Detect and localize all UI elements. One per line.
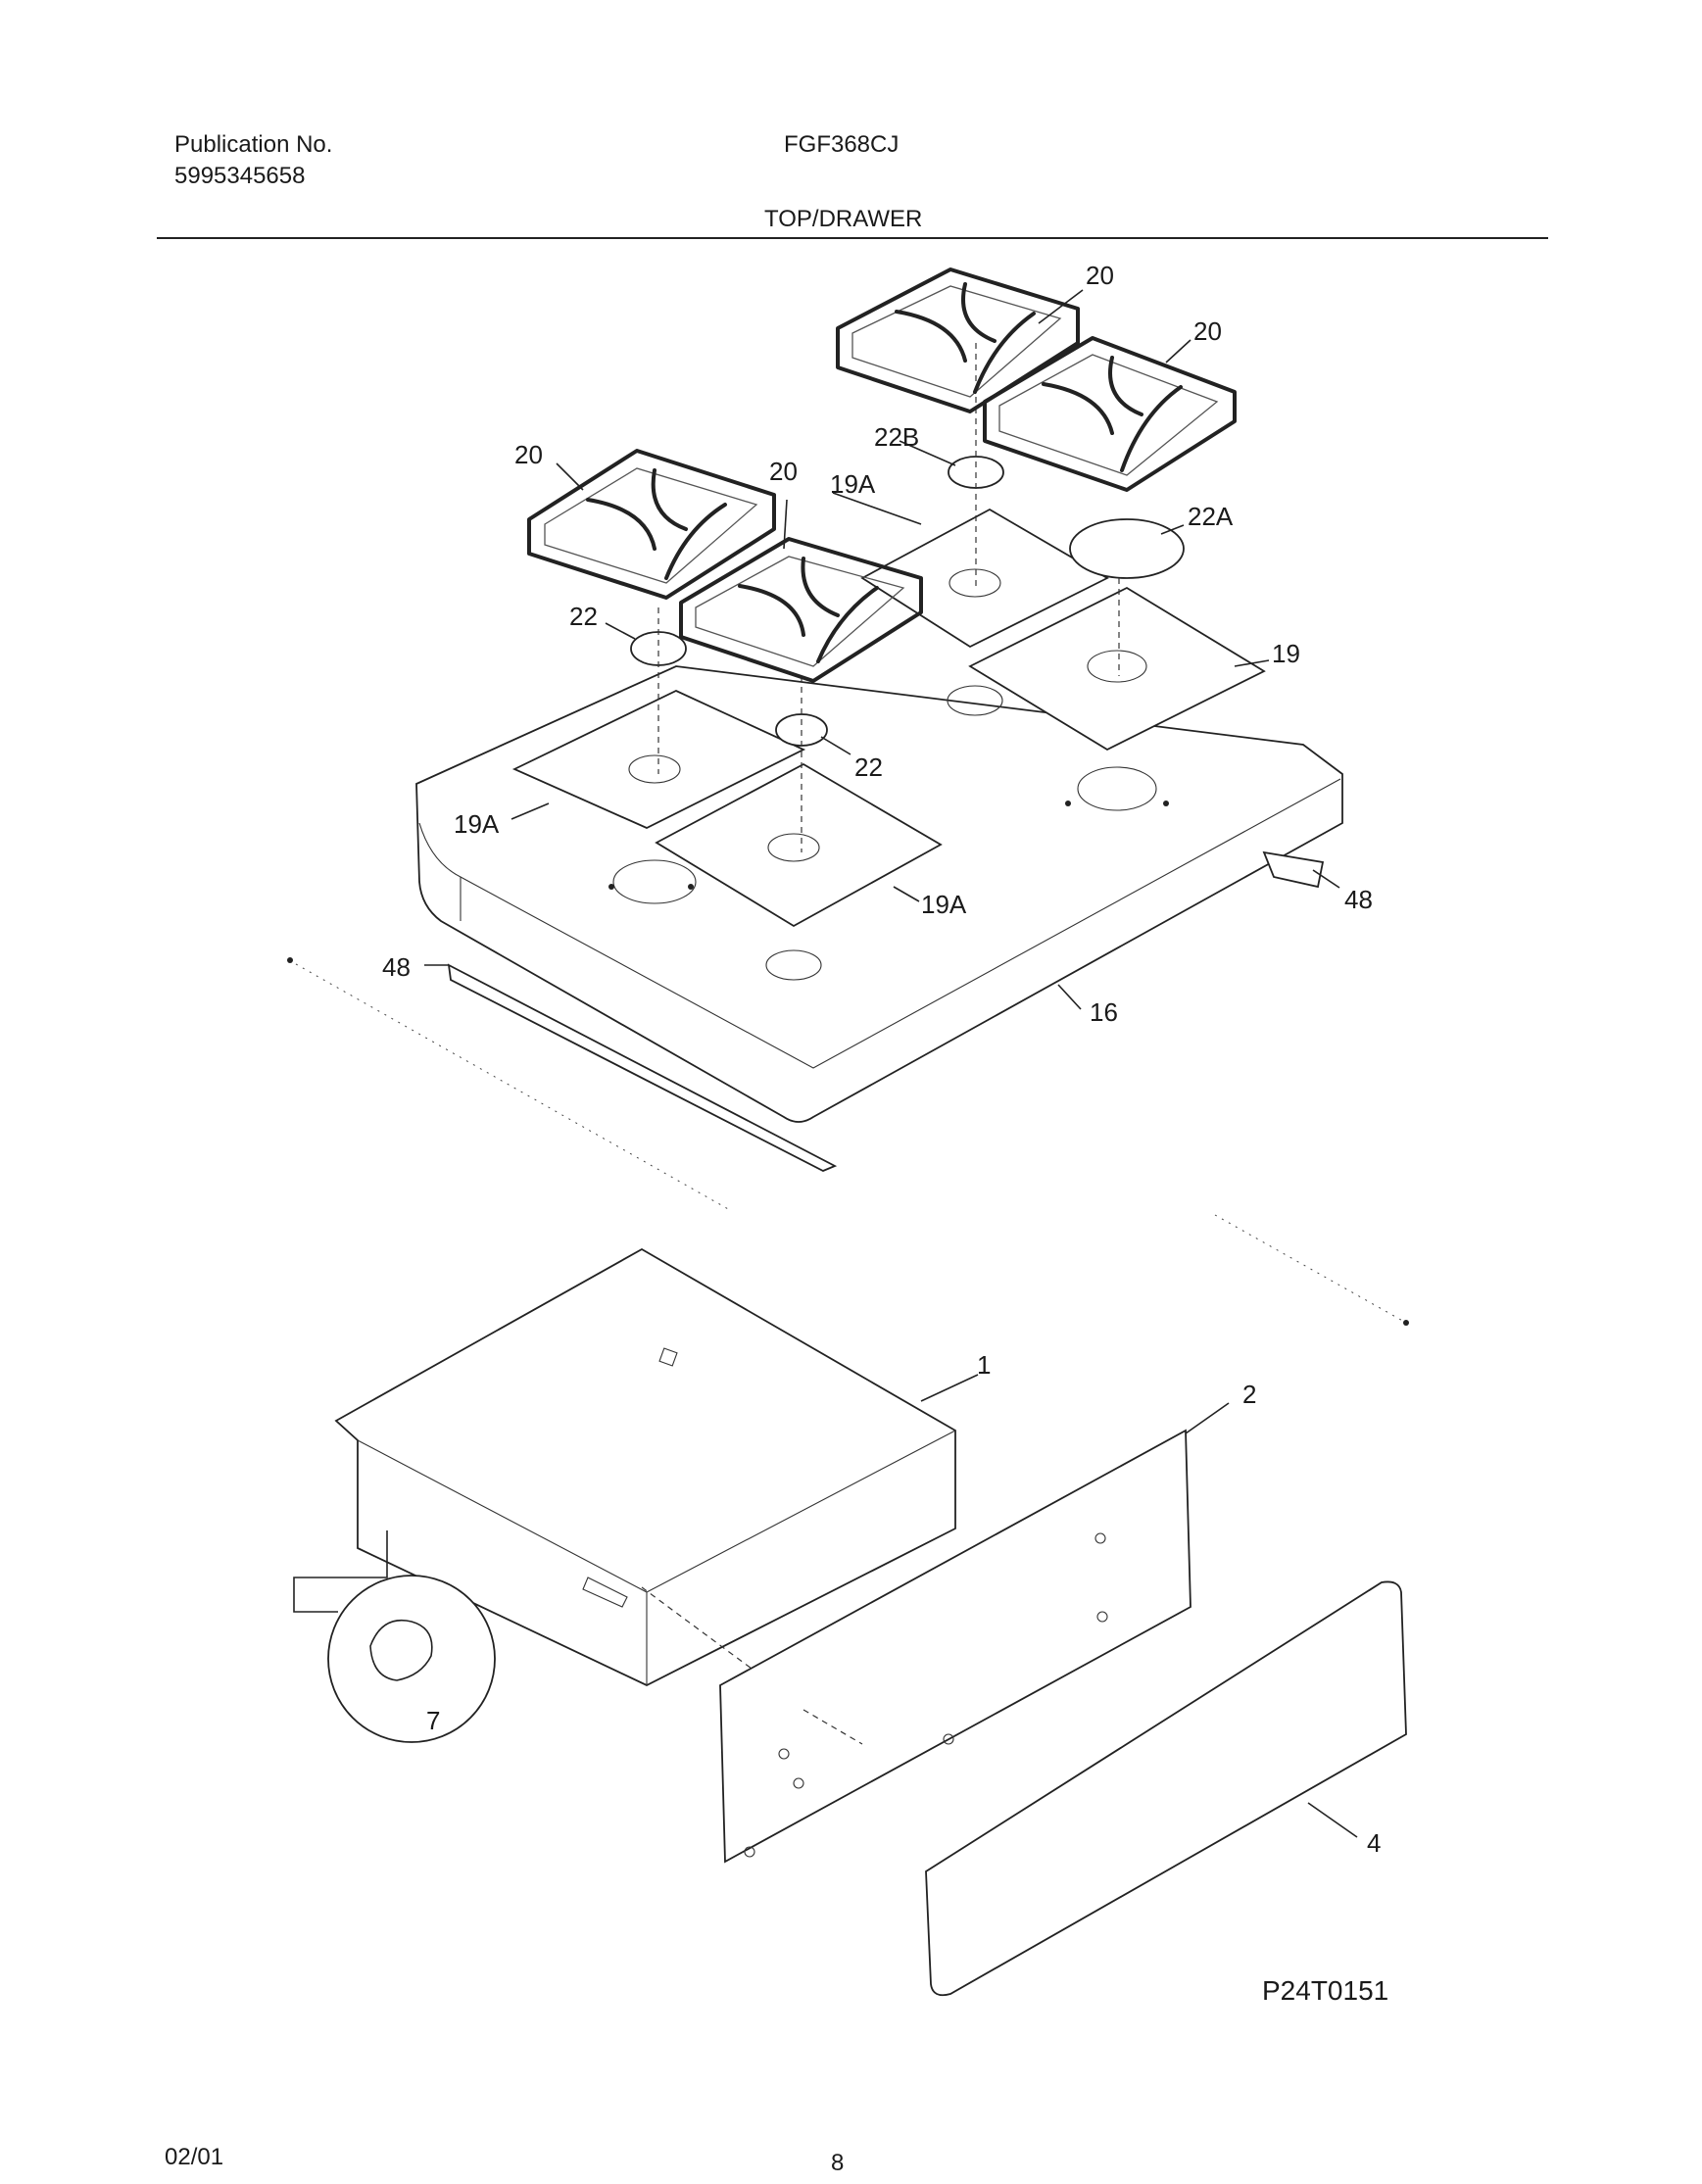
callout-48-right: 48 xyxy=(1344,885,1373,914)
callout-19a-front: 19A xyxy=(921,890,967,919)
leader-lines xyxy=(424,289,1358,1838)
header-rule xyxy=(157,237,1548,239)
callout-22-mid: 22 xyxy=(854,752,883,782)
callout-22a: 22A xyxy=(1188,502,1234,531)
callout-19: 19 xyxy=(1272,639,1300,668)
burner-cap-22-left xyxy=(630,631,687,666)
callout-22-left: 22 xyxy=(569,602,598,631)
publication-label: Publication No. xyxy=(174,131,333,158)
callout-19a-left: 19A xyxy=(454,809,500,839)
callout-20-right: 20 xyxy=(1193,316,1222,346)
callout-22b: 22B xyxy=(874,422,919,452)
grate-20-top xyxy=(836,267,1080,413)
trim-48-right xyxy=(1262,850,1325,889)
drawer-panel xyxy=(925,1580,1407,1997)
callout-20-top: 20 xyxy=(1086,261,1114,290)
section-title: TOP/DRAWER xyxy=(764,206,923,232)
grate-20-mid xyxy=(679,537,923,683)
callout-1: 1 xyxy=(977,1350,991,1380)
figure-code: P24T0151 xyxy=(1262,1975,1389,2006)
callout-4: 4 xyxy=(1367,1828,1381,1858)
callout-labels: 20 20 20 20 22B 22A 19A 19 22 22 19A 19A… xyxy=(382,261,1381,1858)
trim-48-left xyxy=(447,963,838,1172)
callout-2: 2 xyxy=(1242,1380,1256,1409)
drawer-body xyxy=(334,1247,956,1687)
callout-16: 16 xyxy=(1090,997,1118,1027)
callout-20-mid: 20 xyxy=(769,457,798,486)
callout-48-left: 48 xyxy=(382,952,411,982)
footer-date: 02/01 xyxy=(165,2144,224,2170)
callout-19a-top: 19A xyxy=(830,469,876,499)
page-number: 8 xyxy=(831,2150,845,2176)
callout-20-left: 20 xyxy=(514,440,543,469)
callout-7: 7 xyxy=(426,1706,440,1735)
grate-20-right xyxy=(983,336,1237,492)
burner-pan-19-right xyxy=(968,586,1266,752)
model-number: FGF368CJ xyxy=(784,131,900,158)
drawer-clip-7 xyxy=(293,1530,496,1743)
burner-pan-19a-top xyxy=(860,508,1109,649)
grate-20-left xyxy=(527,449,776,600)
publication-number: 5995345658 xyxy=(174,163,306,189)
burner-cap-22a xyxy=(1069,518,1185,579)
drawer-front xyxy=(719,1429,1191,1864)
burner-pan-19a-front xyxy=(655,762,943,928)
cooktop-main-top xyxy=(415,665,1343,1123)
